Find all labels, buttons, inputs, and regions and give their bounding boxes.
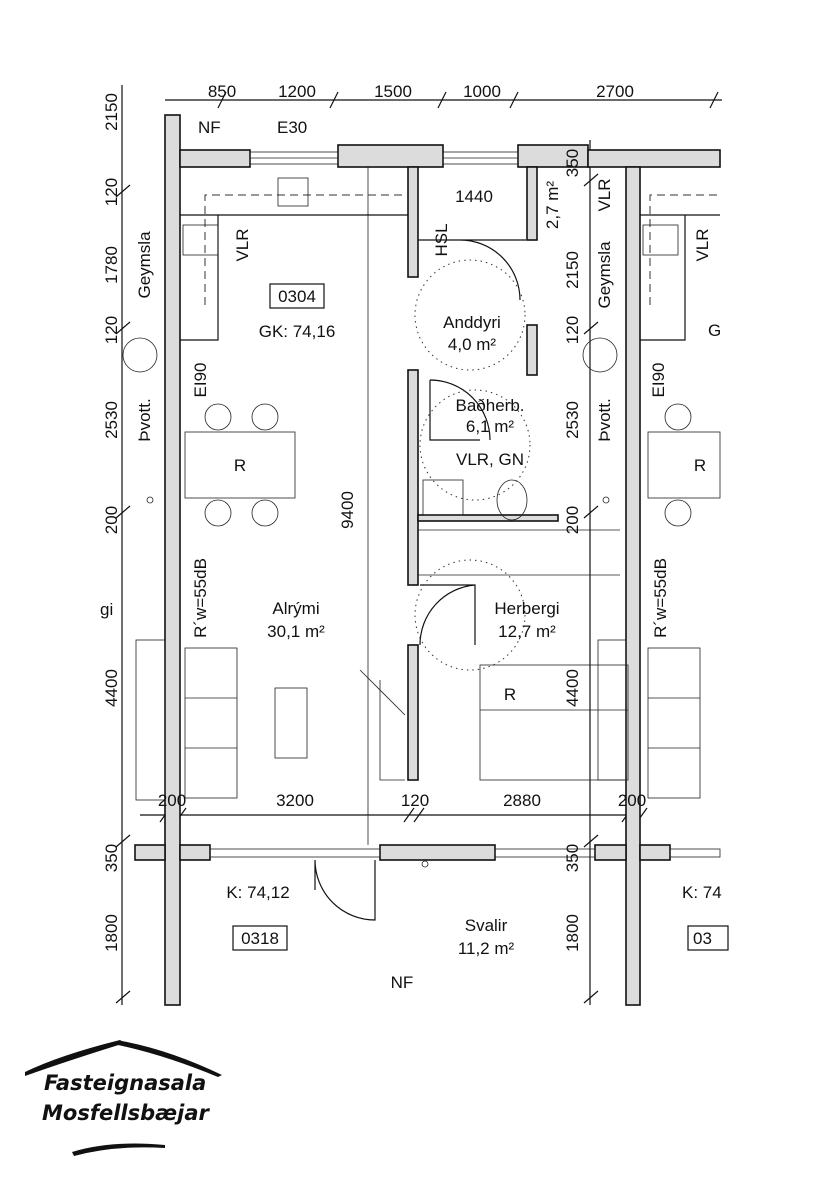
dim-bottom: 120	[401, 791, 429, 810]
dim-left: 200	[102, 506, 121, 534]
label-r: R	[504, 685, 516, 704]
label-ei90: EI90	[191, 363, 210, 398]
dim-left: 120	[102, 178, 121, 206]
label-geymsla: Geymsla	[135, 231, 154, 299]
dim-depth: 9400	[338, 491, 357, 529]
company-logo: Fasteignasala Mosfellsbæjar	[25, 1040, 222, 1156]
dim-top-2: 1200	[278, 82, 316, 101]
dimension-labels: 850 1200 1500 1000 2700 2150 120 1780 12…	[102, 82, 646, 952]
dim-mid: 2530	[563, 401, 582, 439]
unit-gk-area: GK: 74,16	[259, 322, 336, 341]
label-geymsla: Geymsla	[595, 241, 614, 309]
dim-bottom: 2880	[503, 791, 541, 810]
label-partial: 03	[693, 929, 712, 948]
room-name: Baðherb.	[456, 396, 525, 415]
label-thvott: Þvott.	[135, 398, 154, 441]
logo-line-2: Mosfellsbæjar	[42, 1101, 211, 1125]
dim-mid: 4400	[563, 669, 582, 707]
label-nf: NF	[198, 118, 221, 137]
dim-mid: 2150	[563, 251, 582, 289]
room-note: VLR, GN	[456, 450, 524, 469]
windows	[209, 151, 721, 858]
label-thvott: Þvott.	[595, 398, 614, 441]
dim-mid: 200	[563, 506, 582, 534]
dim-bottom: 3200	[276, 791, 314, 810]
unit-number: 0304	[278, 287, 316, 306]
label-partial: K: 74	[682, 883, 722, 902]
dim-mid: 1800	[563, 914, 582, 952]
label-vlr: VLR	[693, 228, 712, 261]
dim-bottom: 200	[618, 791, 646, 810]
dim-mid: 120	[563, 316, 582, 344]
dim-left: 120	[102, 316, 121, 344]
label-partial: G	[708, 321, 721, 340]
dim-top-5: 2700	[596, 82, 634, 101]
room-name: Alrými	[272, 599, 319, 618]
room-name: Anddyri	[443, 313, 501, 332]
dim-left: 350	[102, 844, 121, 872]
doors	[314, 239, 531, 921]
room-labels: NF E30 VLR VLR VLR HSL 2,7 m² Geymsla Ge…	[100, 118, 729, 992]
label-r: R	[694, 456, 706, 475]
dim-bottom: 200	[158, 791, 186, 810]
dim-mid: 350	[563, 149, 582, 177]
label-vlr: VLR	[595, 178, 614, 211]
room-name: Herbergi	[494, 599, 559, 618]
dim-top-3: 1500	[374, 82, 412, 101]
label-partial: gi	[100, 600, 113, 619]
room-name: Svalir	[465, 916, 508, 935]
label-sound-rating: R´w=55dB	[191, 558, 210, 638]
dim-left: 2150	[102, 93, 121, 131]
dim-top-1: 850	[208, 82, 236, 101]
logo-line-1: Fasteignasala	[44, 1071, 206, 1095]
fixtures	[122, 177, 721, 868]
label-ei90: EI90	[649, 363, 668, 398]
unit-below-number: 0318	[241, 929, 279, 948]
dim-top-4: 1000	[463, 82, 501, 101]
dim-left: 1800	[102, 914, 121, 952]
label-e30: E30	[277, 118, 307, 137]
room-area: 30,1 m²	[267, 622, 325, 641]
label-sound-rating: R´w=55dB	[651, 558, 670, 638]
label-closet-area: 2,7 m²	[543, 181, 562, 230]
room-area: 12,7 m²	[498, 622, 556, 641]
dim-door: 1440	[455, 187, 493, 206]
dimension-lines	[115, 85, 722, 1005]
unit-below-area: K: 74,12	[226, 883, 289, 902]
label-nf: NF	[391, 973, 414, 992]
label-hsl: HSL	[432, 223, 451, 256]
label-r: R	[234, 456, 246, 475]
walls	[134, 114, 721, 1006]
dim-mid: 350	[563, 844, 582, 872]
label-vlr: VLR	[233, 228, 252, 261]
room-area: 11,2 m²	[458, 939, 515, 958]
dim-left: 2530	[102, 401, 121, 439]
dim-left: 1780	[102, 246, 121, 284]
dim-left: 4400	[102, 669, 121, 707]
room-area: 6,1 m²	[466, 417, 515, 436]
room-area: 4,0 m²	[448, 335, 497, 354]
